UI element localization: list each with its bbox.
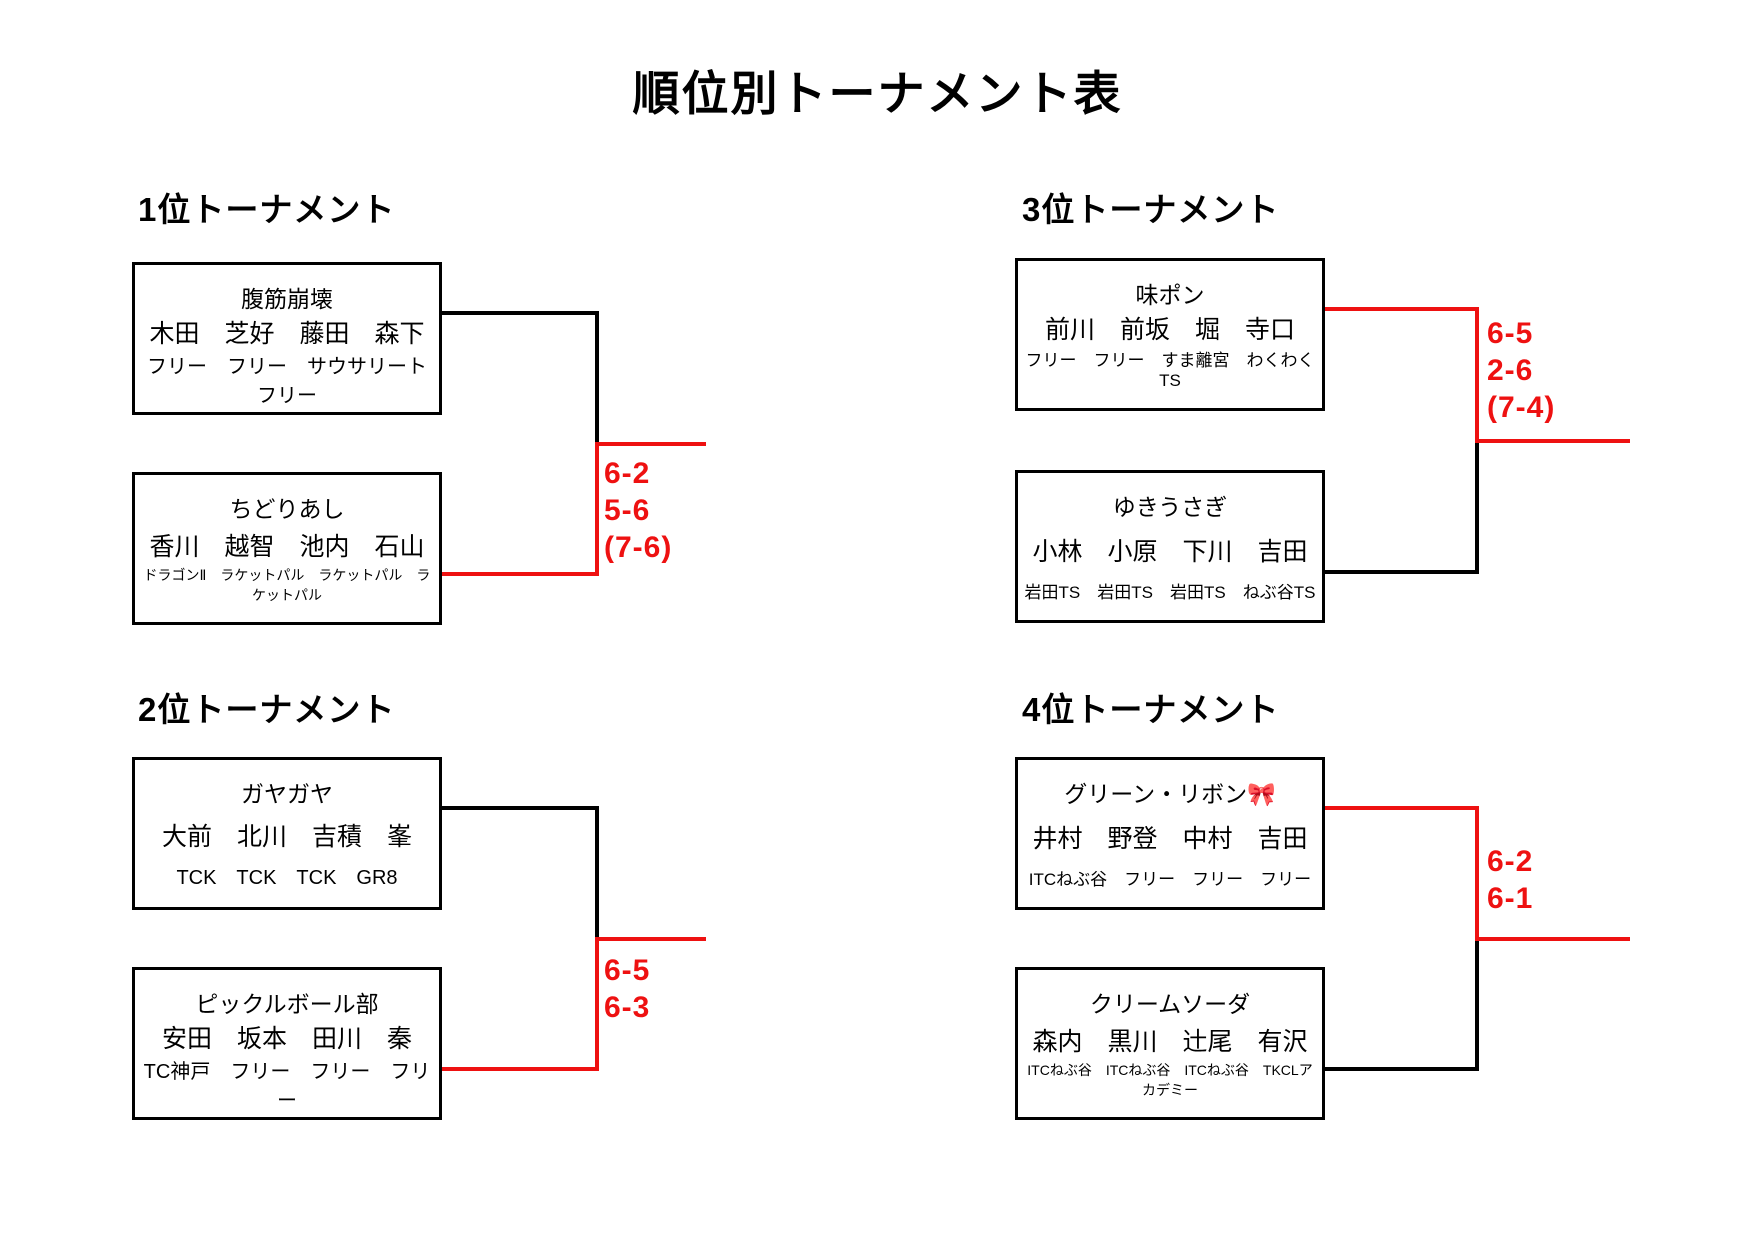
team-name: グリーン・リボン🎀: [1064, 775, 1276, 809]
team-players: 井村 野登 中村 吉田: [1032, 825, 1308, 853]
team-players: 香川 越智 池内 石山: [149, 532, 425, 561]
team-name-text: グリーン・リボン: [1064, 781, 1248, 807]
score-line: 6-2: [1487, 845, 1534, 878]
bracket-4-bottom-team-line: [1325, 1067, 1479, 1071]
bracket-3-vertical-upper-line: [1475, 307, 1479, 443]
team-clubs: ITCねぶ谷 フリー フリー フリー: [1028, 870, 1312, 889]
bracket-4-vertical-upper-line: [1475, 806, 1479, 941]
team-name: クリームソーダ: [1089, 991, 1251, 1017]
bracket-1-vertical-upper-line: [595, 311, 599, 446]
team-players: 木田 芝好 藤田 森下: [149, 320, 425, 348]
score-line: 6-2: [604, 457, 651, 490]
team-clubs: フリー フリー サウサリート フリー: [147, 356, 447, 407]
bracket-4-heading: 4位トーナメント: [1022, 691, 1280, 728]
bracket-4-vertical-lower-line: [1475, 937, 1479, 1071]
bracket-3-heading: 3位トーナメント: [1022, 191, 1280, 228]
team-players: 森内 黒川 辻尾 有沢: [1032, 1027, 1308, 1056]
team-players: 前川 前坂 堀 寺口: [1044, 316, 1295, 344]
score-line: 6-5: [604, 954, 651, 987]
bracket-3-winner-line: [1475, 439, 1630, 443]
team-name: ガヤガヤ: [241, 781, 333, 807]
bracket-2-vertical-upper-line: [595, 806, 599, 941]
bracket-1-top-team-line: [442, 311, 599, 315]
team-clubs: TC神戸 フリー フリー フリー: [143, 1061, 431, 1112]
bracket-1-vertical-lower-line: [595, 442, 599, 576]
bracket-4-score: 6-2 6-1: [1487, 843, 1533, 917]
bracket-2-team-bottom-box: ピックルボール部 安田 坂本 田川 秦 TC神戸 フリー フリー フリー: [132, 967, 442, 1120]
bracket-1-team-top-box: 腹筋崩壊 木田 芝好 藤田 森下 フリー フリー サウサリート フリー: [132, 262, 447, 415]
bracket-2-team-top-box: ガヤガヤ 大前 北川 吉積 峯 TCK TCK TCK GR8: [132, 757, 442, 910]
bracket-2-heading: 2位トーナメント: [138, 691, 396, 728]
bracket-3-score: 6-5 2-6 (7-4): [1487, 315, 1555, 426]
bracket-3-top-team-line: [1325, 307, 1479, 311]
team-name: 味ポン: [1135, 282, 1205, 308]
bracket-1-score: 6-2 5-6 (7-6): [604, 455, 672, 566]
score-line: 6-5: [1487, 317, 1534, 350]
team-clubs: TCK TCK TCK GR8: [176, 867, 398, 889]
bracket-2-vertical-lower-line: [595, 937, 599, 1071]
bracket-3-vertical-lower-line: [1475, 439, 1479, 574]
team-name: 腹筋崩壊: [241, 286, 333, 312]
score-line: (7-4): [1487, 391, 1556, 424]
score-line: 6-1: [1487, 882, 1534, 915]
team-clubs: 岩田TS 岩田TS 岩田TS ねぶ谷TS: [1024, 583, 1316, 602]
score-line: 2-6: [1487, 354, 1534, 387]
bracket-1-bottom-team-line: [442, 572, 599, 576]
team-players: 大前 北川 吉積 峯: [161, 823, 412, 851]
bracket-4-team-top-box: グリーン・リボン🎀 井村 野登 中村 吉田 ITCねぶ谷 フリー フリー フリー: [1015, 757, 1325, 910]
bracket-4-winner-line: [1475, 937, 1630, 941]
bracket-2-top-team-line: [442, 806, 599, 810]
team-players: 小林 小原 下川 吉田: [1032, 538, 1308, 566]
team-clubs: フリー フリー すま離宮 わくわくTS: [1025, 351, 1315, 390]
bracket-4-team-bottom-box: クリームソーダ 森内 黒川 辻尾 有沢 ITCねぶ谷 ITCねぶ谷 ITCねぶ谷…: [1015, 967, 1325, 1120]
page-title: 順位別トーナメント表: [632, 67, 1123, 120]
bracket-3-team-bottom-box: ゆきうさぎ 小林 小原 下川 吉田 岩田TS 岩田TS 岩田TS ねぶ谷TS: [1015, 470, 1325, 623]
bracket-2-bottom-team-line: [442, 1067, 599, 1071]
team-clubs: ドラゴンⅡ ラケットパル ラケットパル ラケットパル: [143, 567, 431, 603]
team-clubs: ITCねぶ谷 ITCねぶ谷 ITCねぶ谷 TKCLアカデミー: [1027, 1062, 1313, 1098]
bracket-1-heading: 1位トーナメント: [138, 191, 396, 228]
bracket-4-top-team-line: [1325, 806, 1479, 810]
bracket-1-winner-line: [595, 442, 706, 446]
bracket-1-team-bottom-box: ちどりあし 香川 越智 池内 石山 ドラゴンⅡ ラケットパル ラケットパル ラケ…: [132, 472, 442, 625]
bracket-3-bottom-team-line: [1325, 570, 1479, 574]
bracket-3-team-top-box: 味ポン 前川 前坂 堀 寺口 フリー フリー すま離宮 わくわくTS: [1015, 258, 1325, 411]
team-players: 安田 坂本 田川 秦: [161, 1025, 412, 1053]
score-line: 6-3: [604, 991, 651, 1024]
bracket-2-score: 6-5 6-3: [604, 952, 650, 1026]
team-name: ゆきうさぎ: [1112, 494, 1228, 520]
team-name: ちどりあし: [229, 496, 345, 522]
score-line: 5-6: [604, 494, 651, 527]
bracket-2-winner-line: [595, 937, 706, 941]
score-line: (7-6): [604, 531, 673, 564]
ribbon-icon: 🎀: [1247, 781, 1276, 807]
team-name: ピックルボール部: [195, 991, 379, 1017]
